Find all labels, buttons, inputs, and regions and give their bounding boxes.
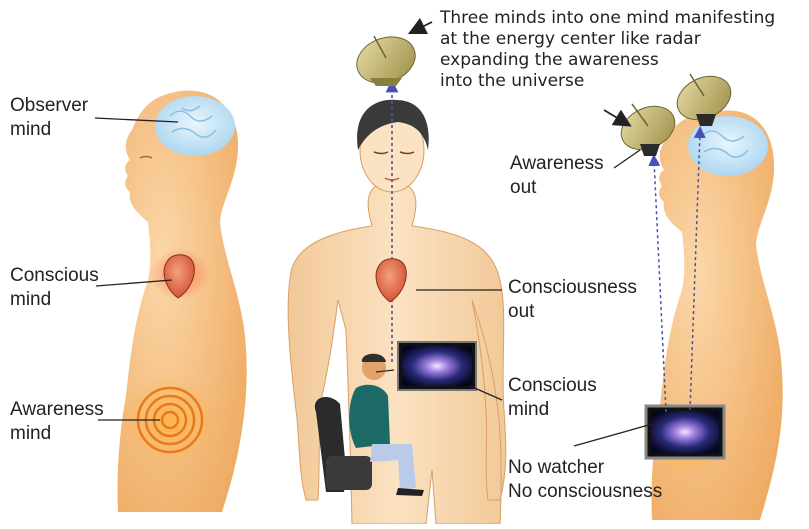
center-figure bbox=[288, 22, 506, 524]
leader-no-watcher bbox=[574, 424, 652, 446]
label-consciousness-out: Consciousness out bbox=[508, 276, 637, 324]
label-awareness-out: Awareness out bbox=[510, 152, 604, 200]
center-dish bbox=[350, 29, 421, 91]
label-awareness-mind: Awareness mind bbox=[10, 398, 104, 446]
label-no-watcher: No watcher No consciousness bbox=[508, 456, 662, 504]
caption-arrow-right bbox=[604, 110, 624, 122]
left-brain bbox=[155, 96, 235, 156]
left-figure bbox=[95, 90, 247, 512]
right-tv bbox=[646, 406, 724, 458]
caption-arrow bbox=[416, 22, 432, 30]
label-conscious-mind-left: Conscious mind bbox=[10, 264, 99, 312]
leader-awareness-out bbox=[614, 150, 640, 168]
label-conscious-mind-center: Conscious mind bbox=[508, 374, 597, 422]
caption-three-minds: Three minds into one mind manifesting at… bbox=[440, 8, 775, 92]
label-observer-mind: Observer mind bbox=[10, 94, 88, 142]
